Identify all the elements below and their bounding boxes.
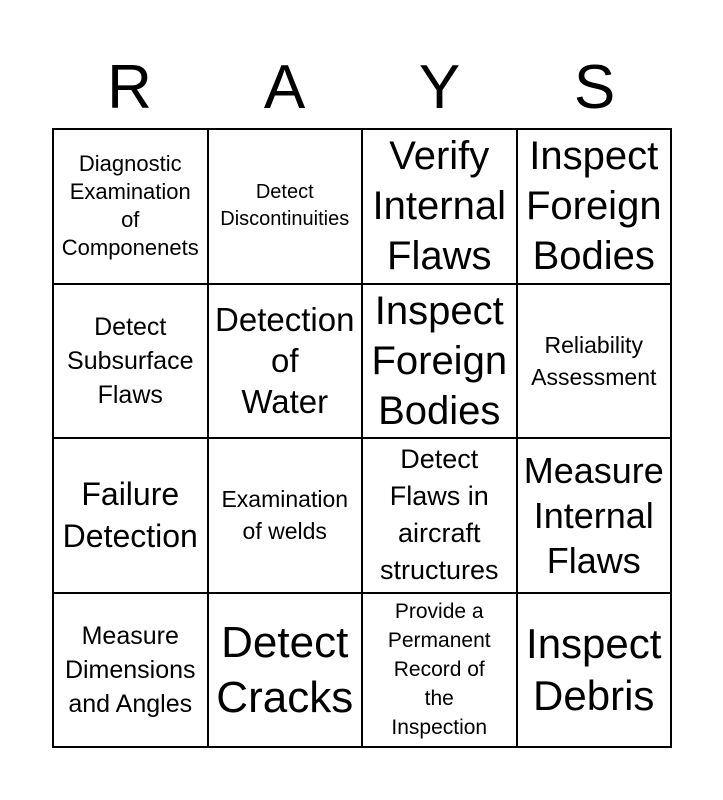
header-letter: A bbox=[263, 53, 306, 122]
bingo-cell[interactable]: Diagnostic Examination of Componenets bbox=[53, 129, 208, 284]
header-letter: S bbox=[573, 53, 616, 122]
bingo-cell[interactable]: Detection of Water bbox=[207, 283, 362, 438]
header-letter: Y bbox=[418, 53, 461, 122]
bingo-cell[interactable]: Inspect Debris bbox=[516, 592, 671, 747]
bingo-cell[interactable]: Provide a Permanent Record of the Inspec… bbox=[362, 592, 517, 747]
header-letter: R bbox=[107, 53, 152, 122]
bingo-cell[interactable]: Measure Internal Flaws bbox=[516, 438, 671, 593]
bingo-cell[interactable]: Detect Flaws in aircraft structures bbox=[362, 438, 517, 593]
bingo-cell[interactable]: Measure Dimensions and Angles bbox=[53, 592, 208, 747]
bingo-cell[interactable]: Verify Internal Flaws bbox=[362, 129, 517, 284]
bingo-cell[interactable]: Detect Discontinuities bbox=[207, 129, 362, 284]
bingo-cell[interactable]: Failure Detection bbox=[53, 438, 208, 593]
bingo-grid: Diagnostic Examination of Componenets De… bbox=[52, 128, 672, 748]
bingo-cell[interactable]: Inspect Foreign Bodies bbox=[516, 129, 671, 284]
bingo-cell[interactable]: Inspect Foreign Bodies bbox=[362, 283, 517, 438]
bingo-cell[interactable]: Detect Subsurface Flaws bbox=[53, 283, 208, 438]
bingo-cell[interactable]: Reliability Assessment bbox=[516, 283, 671, 438]
bingo-cell[interactable]: Examination of welds bbox=[207, 438, 362, 593]
bingo-cell[interactable]: Detect Cracks bbox=[207, 592, 362, 747]
bingo-header: R A Y S bbox=[52, 52, 672, 124]
